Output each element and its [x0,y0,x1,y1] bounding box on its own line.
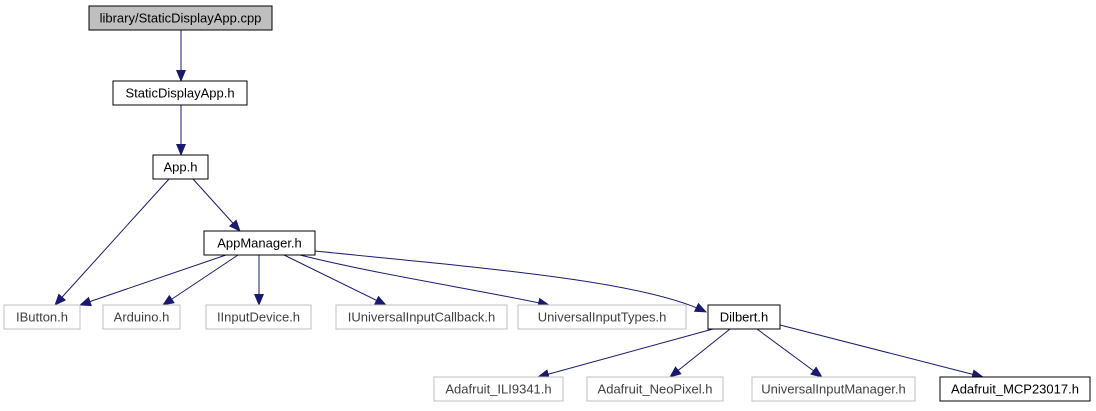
node-n9[interactable]: Dilbert.h [707,304,781,330]
edge-n3-n7 [283,254,387,306]
node-label: Dilbert.h [720,310,768,325]
node-label: AppManager.h [217,236,302,251]
edge-n9-n11 [669,328,731,378]
edge-n9-n12 [756,328,823,378]
node-box [205,304,312,330]
node-label: StaticDisplayApp.h [125,86,234,101]
node-box [586,376,724,402]
node-box [335,304,508,330]
node-label: Adafruit_ILI9341.h [445,382,551,397]
node-label: Adafruit_NeoPixel.h [598,382,713,397]
node-n4[interactable]: IButton.h [3,304,81,330]
node-n5[interactable]: Arduino.h [102,304,181,330]
node-n8[interactable]: UniversalInputTypes.h [517,304,687,330]
node-box [88,5,273,31]
node-label: library/StaticDisplayApp.cpp [100,11,262,26]
nodes-layer: library/StaticDisplayApp.cppStaticDispla… [3,5,1091,402]
node-box [751,376,916,402]
node-box [102,304,181,330]
edge-n2-n4 [54,178,170,306]
node-box [433,376,564,402]
node-box [707,304,781,330]
node-label: UniversalInputManager.h [761,382,906,397]
edge-n3-n9 [314,250,707,313]
node-box [152,154,209,180]
edge-n3-n8 [299,254,550,308]
node-label: App.h [164,160,198,175]
node-n12[interactable]: UniversalInputManager.h [751,376,916,402]
edge-n9-n10 [537,328,714,379]
node-n3[interactable]: AppManager.h [203,230,316,256]
node-n2[interactable]: App.h [152,154,209,180]
node-label: IButton.h [16,310,68,325]
node-box [517,304,687,330]
edge-n3-n5 [162,254,239,306]
node-n13[interactable]: Adafruit_MCP23017.h [939,376,1091,402]
node-box [112,80,248,106]
node-n6[interactable]: IInputDevice.h [205,304,312,330]
edge-n2-n3 [192,178,241,232]
node-box [3,304,81,330]
node-label: Arduino.h [114,310,170,325]
node-n1[interactable]: StaticDisplayApp.h [112,80,248,106]
node-n0[interactable]: library/StaticDisplayApp.cpp [88,5,273,31]
node-label: IUniversalInputCallback.h [348,310,495,325]
node-label: UniversalInputTypes.h [538,310,667,325]
edge-n9-n13 [779,324,984,380]
edge-n3-n4 [79,254,227,307]
node-n10[interactable]: Adafruit_ILI9341.h [433,376,564,402]
node-box [203,230,316,256]
node-n11[interactable]: Adafruit_NeoPixel.h [586,376,724,402]
node-n7[interactable]: IUniversalInputCallback.h [335,304,508,330]
node-label: IInputDevice.h [217,310,300,325]
node-label: Adafruit_MCP23017.h [951,382,1079,397]
edges-layer [54,30,984,380]
node-box [939,376,1091,402]
